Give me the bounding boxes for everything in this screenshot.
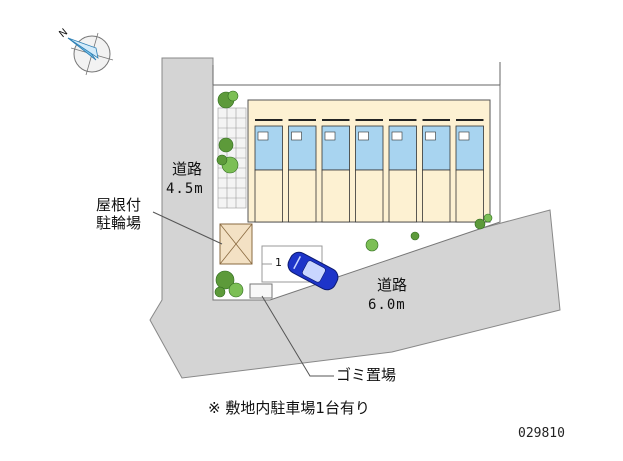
- parked-car: [287, 251, 339, 291]
- bicycle-leader-line: [152, 211, 223, 245]
- bicycle-parking-label-line2: 駐輪場: [96, 214, 142, 232]
- apartment-unit: [422, 119, 451, 223]
- parking-slot-number: 1: [275, 256, 282, 269]
- road-south-width: 6.0m: [368, 297, 406, 313]
- garbage-area: [249, 283, 273, 299]
- road-west-name: 道路: [172, 160, 203, 178]
- apartment-unit: [455, 119, 484, 223]
- road-west-width: 4.5m: [166, 181, 204, 197]
- apartment-unit: [288, 119, 317, 223]
- parking-note: ※ 敷地内駐車場1台有り: [208, 399, 370, 417]
- bicycle-shelter: [219, 223, 253, 265]
- greenery: [214, 90, 493, 298]
- compass-icon: [67, 32, 114, 76]
- garbage-leader-line: [261, 295, 334, 377]
- apartment-unit: [321, 119, 350, 223]
- apartment-unit: [355, 119, 384, 223]
- road-south-name: 道路: [377, 276, 408, 294]
- apartment-unit: [254, 119, 283, 223]
- bicycle-parking-label-line1: 屋根付: [96, 196, 142, 214]
- garbage-label: ゴミ置場: [336, 366, 397, 384]
- apartment-unit: [388, 119, 417, 223]
- property-code: 029810: [518, 426, 565, 441]
